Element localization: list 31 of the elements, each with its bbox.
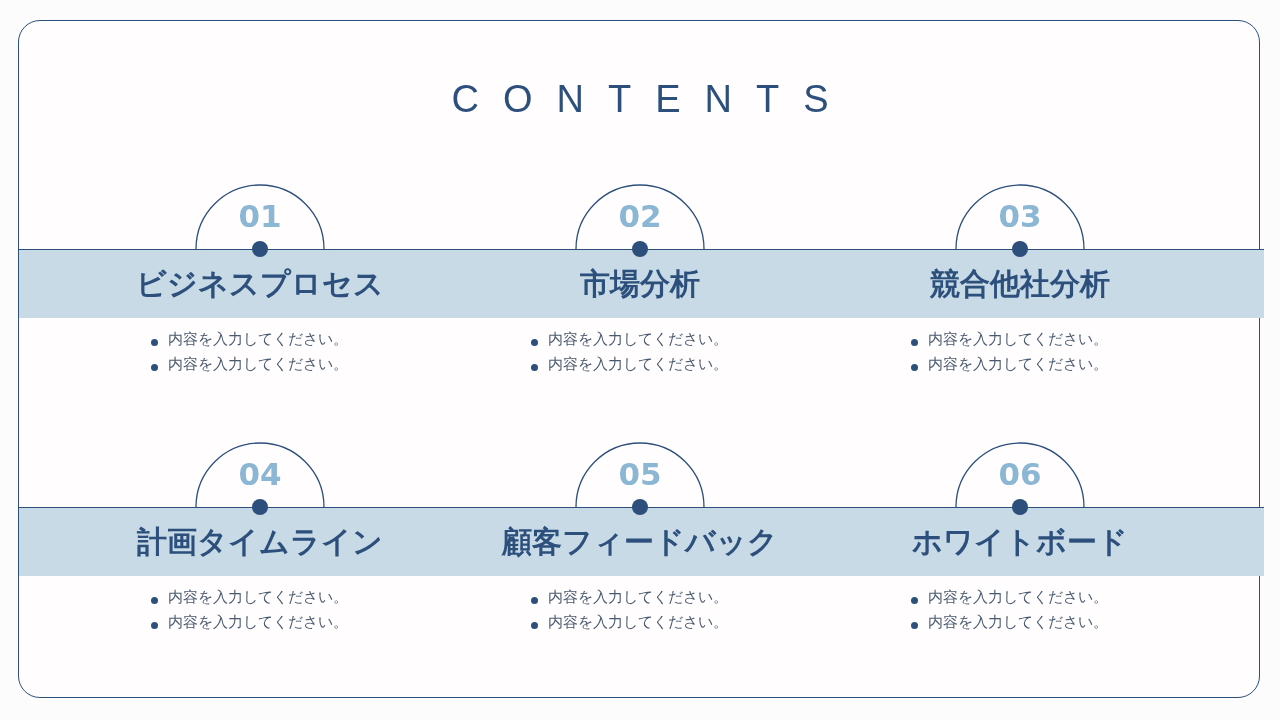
section-number: 03: [998, 198, 1042, 234]
number-semicircle: [195, 184, 325, 250]
number-semicircle: [955, 184, 1085, 250]
section-heading: 顧客フィードバック: [502, 523, 778, 561]
section-heading: 競合他社分析: [930, 265, 1110, 303]
bullet-text: 内容を入力してください。: [548, 330, 728, 349]
bullet-text: 内容を入力してください。: [168, 330, 348, 349]
section-number: 05: [618, 456, 662, 492]
section-number: 02: [618, 198, 662, 234]
section-heading: 計画タイムライン: [137, 523, 383, 561]
bullet-text: 内容を入力してください。: [168, 613, 348, 632]
number-semicircle: [195, 442, 325, 508]
bullet-text: 内容を入力してください。: [548, 355, 728, 374]
number-semicircle: [955, 442, 1085, 508]
section-heading: ホワイトボード: [912, 523, 1128, 561]
bullet-text: 内容を入力してください。: [928, 588, 1108, 607]
bullet-text: 内容を入力してください。: [548, 588, 728, 607]
section-number: 06: [998, 456, 1042, 492]
bullet-text: 内容を入力してください。: [928, 330, 1108, 349]
bullet-text: 内容を入力してください。: [928, 613, 1108, 632]
section-number: 04: [238, 456, 282, 492]
section-heading: ビジネスプロセス: [136, 265, 384, 303]
bullet-text: 内容を入力してください。: [928, 355, 1108, 374]
section-number: 01: [238, 198, 282, 234]
section-heading: 市場分析: [580, 265, 700, 303]
bullet-text: 内容を入力してください。: [168, 588, 348, 607]
bullet-text: 内容を入力してください。: [168, 355, 348, 374]
number-semicircle: [575, 442, 705, 508]
bullet-text: 内容を入力してください。: [548, 613, 728, 632]
number-semicircle: [575, 184, 705, 250]
page-title: CONTENTS: [450, 78, 853, 120]
